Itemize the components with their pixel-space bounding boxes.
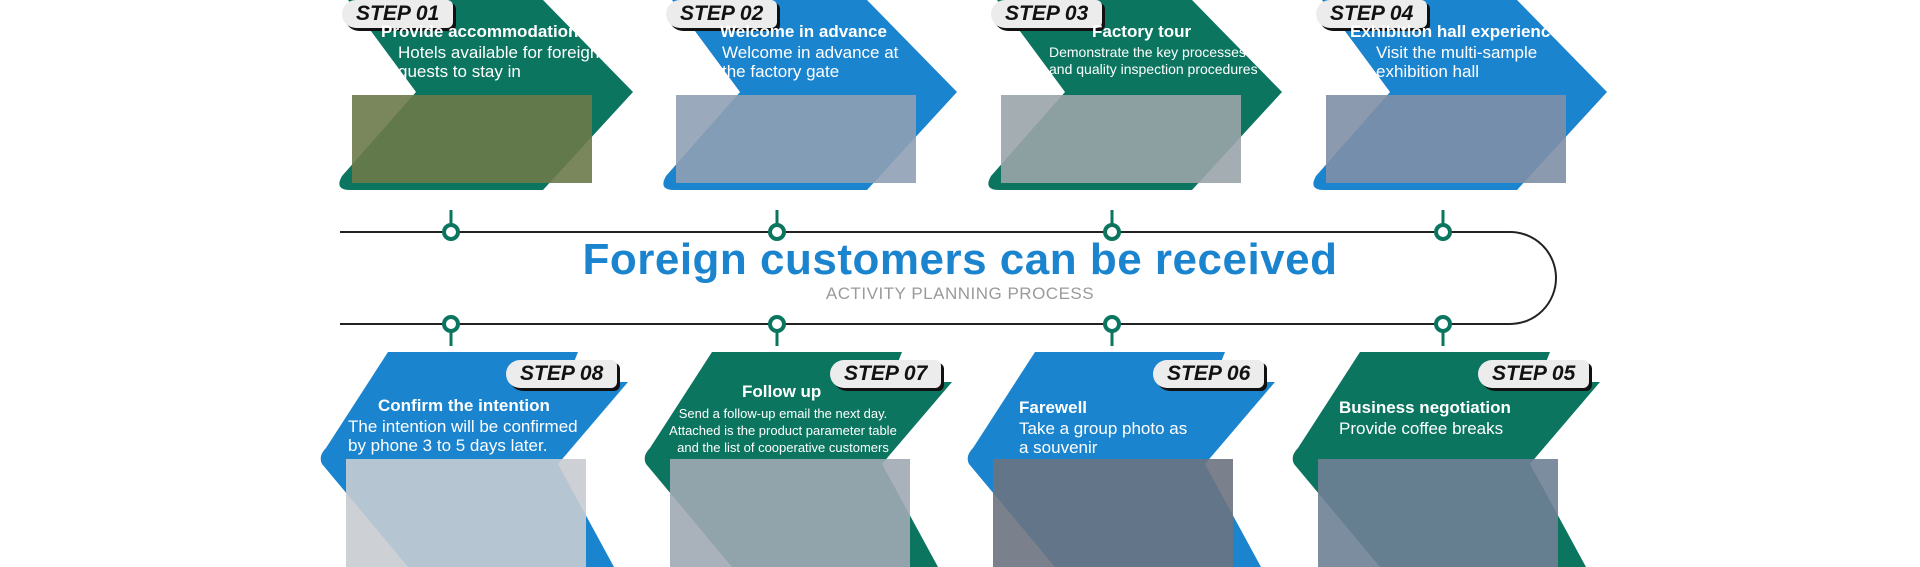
step-card-08: STEP 08 Confirm the intention The intent… bbox=[318, 352, 638, 567]
step-tab: STEP 05 bbox=[1478, 360, 1590, 388]
chevron-shape bbox=[644, 352, 952, 567]
timeline-marker bbox=[1434, 210, 1452, 241]
step-tab: STEP 04 bbox=[1316, 0, 1428, 28]
timeline-marker bbox=[768, 315, 786, 346]
step-tab: STEP 02 bbox=[666, 0, 778, 28]
chevron-shape bbox=[988, 0, 1282, 190]
step-title: Business negotiation bbox=[1339, 398, 1511, 417]
step-tab: STEP 08 bbox=[506, 360, 618, 388]
step-card-04: STEP 04 Exhibition hall experience Visit… bbox=[1302, 0, 1622, 205]
timeline-marker bbox=[442, 210, 460, 241]
step-title: Exhibition hall experience bbox=[1350, 22, 1560, 41]
photo-meeting bbox=[1318, 459, 1558, 567]
timeline-marker bbox=[1103, 210, 1121, 241]
step-card-03: STEP 03 Factory tour Demonstrate the key… bbox=[977, 0, 1297, 205]
step-card-07: STEP 07 Follow up Send a follow-up email… bbox=[642, 352, 962, 567]
photo-office bbox=[670, 459, 910, 567]
process-diagram: Foreign customers can be received ACTIVI… bbox=[320, 0, 1622, 567]
step-tab: STEP 07 bbox=[830, 360, 942, 388]
step-desc: Provide coffee breaks bbox=[1339, 419, 1504, 438]
page-title: Foreign customers can be received bbox=[582, 235, 1338, 284]
timeline-marker bbox=[768, 210, 786, 241]
chevron-shape bbox=[663, 0, 957, 190]
chevron-shape bbox=[967, 352, 1275, 567]
photo-farewell-car bbox=[993, 459, 1233, 567]
chevron-shape bbox=[1313, 0, 1607, 190]
photo-lantern-garden bbox=[352, 95, 592, 183]
step-card-05: STEP 05 Business negotiation Provide cof… bbox=[1290, 352, 1610, 567]
step-title: Welcome in advance bbox=[720, 22, 887, 41]
timeline-marker bbox=[1103, 315, 1121, 346]
timeline-marker bbox=[1434, 315, 1452, 346]
step-title: Confirm the intention bbox=[378, 396, 550, 415]
page-subtitle: ACTIVITY PLANNING PROCESS bbox=[825, 284, 1095, 303]
timeline-track bbox=[340, 210, 1557, 346]
step-title: Factory tour bbox=[1092, 22, 1192, 41]
chevron-shape bbox=[339, 0, 633, 190]
photo-exhibition-hall bbox=[1326, 95, 1566, 183]
photo-handshake bbox=[676, 95, 916, 183]
timeline-marker bbox=[442, 315, 460, 346]
timeline-path bbox=[340, 231, 1557, 325]
step-card-02: STEP 02 Welcome in advance Welcome in ad… bbox=[652, 0, 972, 205]
photo-signing bbox=[346, 459, 586, 567]
step-card-01: STEP 01 Provide accommodation Hotels ava… bbox=[328, 0, 648, 205]
step-desc: Send a follow-up email the next day.Atta… bbox=[669, 406, 897, 455]
photo-factory bbox=[1001, 95, 1241, 183]
step-tab: STEP 06 bbox=[1153, 360, 1265, 388]
step-title: Follow up bbox=[742, 382, 822, 401]
chevron-shape bbox=[1292, 352, 1600, 567]
step-title: Provide accommodation bbox=[381, 22, 579, 41]
chevron-shape bbox=[320, 352, 628, 567]
step-title: Farewell bbox=[1019, 398, 1088, 417]
step-tab: STEP 03 bbox=[991, 0, 1103, 28]
step-tab: STEP 01 bbox=[342, 0, 454, 28]
